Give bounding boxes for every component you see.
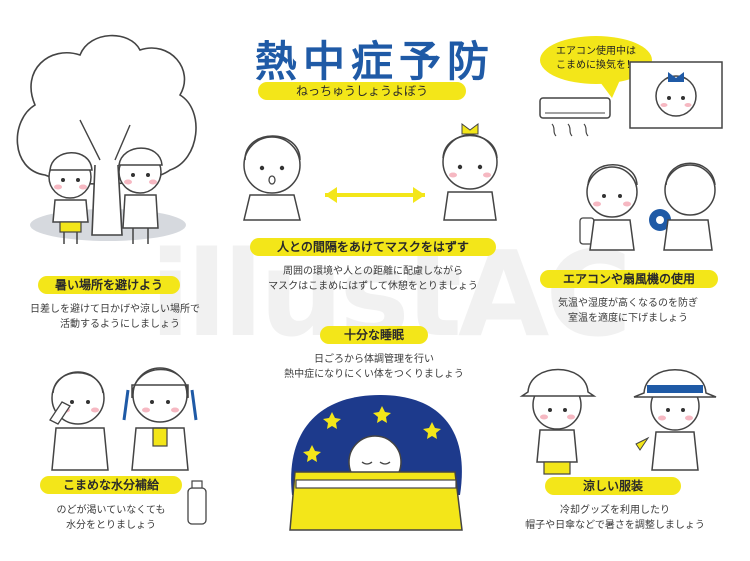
page-subtitle: ねっちゅうしょうよぼう	[295, 84, 428, 98]
kid-cup	[122, 367, 198, 471]
water-bottle	[187, 480, 207, 525]
kid-boy-cap	[48, 152, 93, 244]
clothes-desc-line1: 冷却グッズを利用したり	[560, 505, 670, 516]
sleep-desc-line2: 熱中症になりにくい体をつくりましょう	[284, 369, 464, 380]
kid-drinking	[49, 371, 109, 471]
kid-remote	[579, 164, 638, 251]
aircon-desc-line2: 室温を適度に下げましょう	[568, 313, 688, 324]
shade-heading: 暑い場所を避けよう	[54, 278, 163, 292]
water-heading: こまめな水分補給	[62, 478, 159, 492]
clothes-heading: 涼しい服装	[582, 479, 643, 493]
night-sky-sleeping	[289, 395, 463, 531]
subtitle-highlight	[258, 82, 466, 100]
aircon-bubble-line1: エアコン使用中は	[556, 46, 636, 57]
sleep-heading: 十分な睡眠	[343, 328, 404, 342]
aircon-desc-line1: 気温や湿度が高くなるのを防ぎ	[558, 298, 698, 309]
sleep-heading-highlight	[320, 326, 428, 344]
distance-desc-line1: 周囲の環境や人との距離に配慮しながら	[283, 266, 463, 277]
distance-heading: 人との間隔をあけてマスクをはずす	[277, 240, 469, 254]
shade-desc-line1: 日差しを避けて日かげや涼しい場所で	[30, 304, 200, 315]
water-heading-highlight	[40, 476, 182, 494]
kid-girl-cap	[118, 147, 163, 244]
speech-bubble	[540, 36, 652, 98]
shade-heading-highlight	[38, 276, 180, 294]
shade-desc-line2: 活動するようにしましょう	[60, 319, 180, 330]
water-desc-line2: 水分をとりましょう	[66, 520, 156, 531]
double-arrow	[325, 187, 425, 203]
kid-right-mask-off	[442, 123, 498, 221]
kid-left-mask-off	[243, 135, 301, 221]
page-title: 熱中症予防	[254, 37, 495, 86]
aircon-bubble-line2: こまめに換気を！	[556, 60, 636, 71]
aircon-heading-highlight	[540, 270, 718, 288]
tree-illustration	[16, 34, 197, 241]
kid-bucket-hat	[519, 368, 597, 475]
distance-heading-highlight	[250, 238, 496, 256]
kid-straw-hat	[633, 369, 717, 471]
kid-handfan	[649, 162, 716, 251]
air-conditioner	[539, 97, 611, 137]
window-kid	[629, 61, 723, 129]
water-desc-line1: のどが渇いていなくても	[56, 505, 166, 516]
sleep-desc-line1: 日ごろから体調管理を行い	[314, 354, 434, 365]
clothes-heading-highlight	[545, 477, 681, 495]
aircon-heading: エアコンや扇風機の使用	[562, 272, 695, 286]
clothes-desc-line2: 帽子や日傘などで暑さを調整しましょう	[525, 520, 705, 531]
distance-desc-line2: マスクはこまめにはずして休憩をとりましょう	[268, 281, 478, 292]
